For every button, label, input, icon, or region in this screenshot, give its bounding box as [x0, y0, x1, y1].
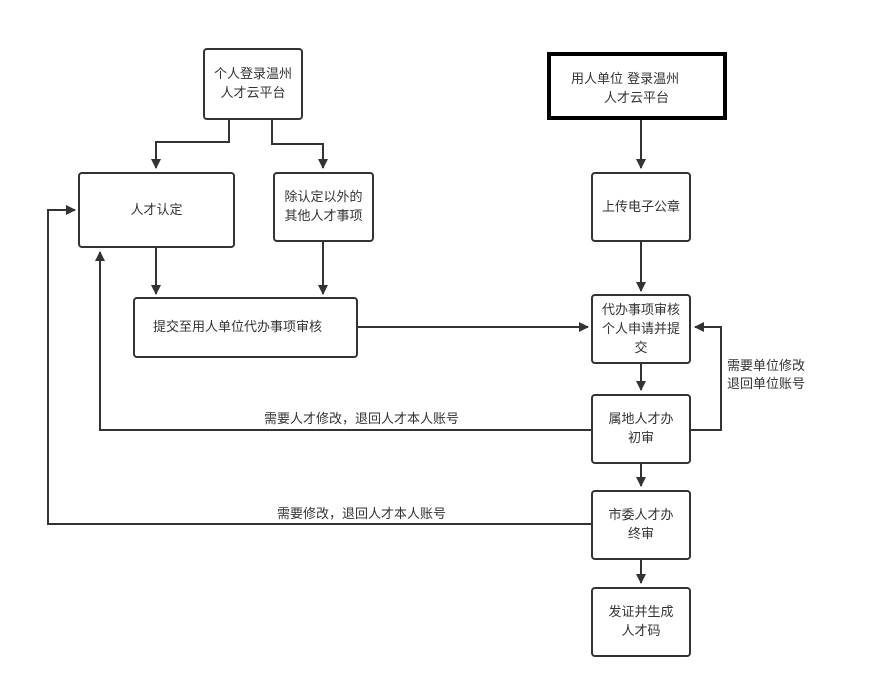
node-issue-certificate: 发证并生成 人才码: [591, 587, 691, 657]
node-upload-e-seal-text: 上传电子公章: [601, 199, 680, 215]
node-talent-certification-text: 人才认定: [130, 202, 183, 218]
node-employer-login: 用人单位 登录温州 人才云平台: [547, 52, 727, 120]
node-other-talent-matters-text: 除认定以外的 其他人才事项: [284, 190, 363, 224]
edge-login-to-other-matters: [271, 119, 328, 169]
node-city-final-review-text: 市委人才办 终审: [608, 508, 674, 542]
node-talent-certification: 人才认定: [78, 172, 235, 248]
node-other-talent-matters: 除认定以外的 其他人才事项: [273, 172, 374, 242]
edge-login-to-certification: [151, 119, 230, 169]
node-local-initial-review-text: 属地人才办 初审: [608, 412, 674, 446]
edge-label-return-to-talent-initial: 需要人才修改，退回人才本人账号: [264, 412, 460, 427]
edge-final-review-return-to-talent: [47, 205, 591, 525]
edge-initial-review-return-to-employer: [691, 322, 722, 431]
node-agency-review: 代办事项审核 个人申请并提 交: [591, 294, 691, 364]
node-submit-to-employer-text: 提交至用人单位代办事项审核: [153, 320, 323, 335]
node-city-final-review: 市委人才办 终审: [591, 490, 691, 560]
node-agency-review-text: 代办事项审核 个人申请并提 交: [601, 302, 680, 356]
node-upload-e-seal: 上传电子公章: [591, 172, 691, 242]
node-local-initial-review: 属地人才办 初审: [591, 394, 691, 464]
node-submit-to-employer: 提交至用人单位代办事项审核: [133, 297, 358, 358]
node-personal-login-text: 个人登录温州 人才云平台: [213, 67, 292, 101]
node-personal-login: 个人登录温州 人才云平台: [203, 48, 303, 120]
node-employer-login-text: 用人单位 登录温州 人才云平台: [571, 72, 680, 106]
edge-label-return-to-employer: 需要单位修改 退回单位账号: [727, 359, 806, 392]
node-issue-certificate-text: 发证并生成 人才码: [608, 605, 674, 639]
edge-initial-review-return-to-talent: [95, 251, 591, 431]
edge-label-return-to-talent-final: 需要修改，退回人才本人账号: [277, 507, 447, 522]
